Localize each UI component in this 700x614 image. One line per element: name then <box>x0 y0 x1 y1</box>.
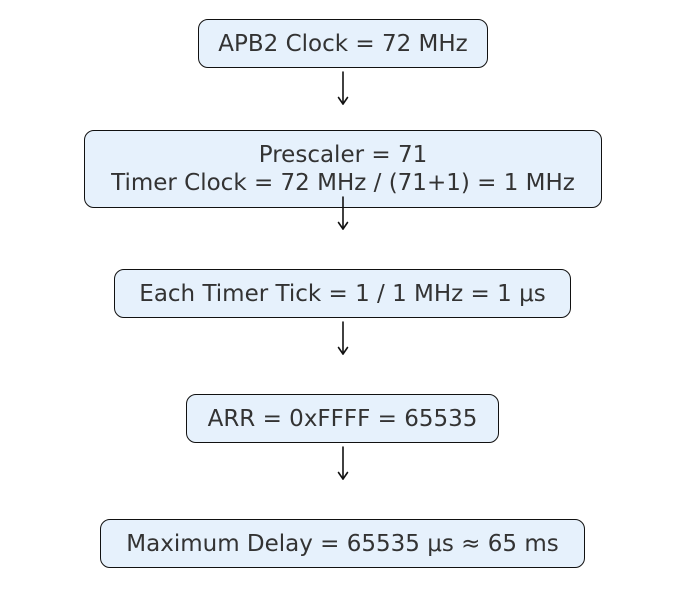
node-prescaler-line-1: Prescaler = 71 <box>258 142 428 168</box>
node-prescaler-line-2: Timer Clock = 72 MHz / (71+1) = 1 MHz <box>111 170 575 196</box>
node-prescaler: Prescaler = 71 Timer Clock = 72 MHz / (7… <box>84 130 602 208</box>
node-timer-tick: Each Timer Tick = 1 / 1 MHz = 1 μs <box>114 269 571 318</box>
node-timer-tick-text: Each Timer Tick = 1 / 1 MHz = 1 μs <box>139 280 546 307</box>
arrow-3-to-4 <box>337 321 349 355</box>
node-maximum-delay-text: Maximum Delay = 65535 μs ≈ 65 ms <box>126 530 559 557</box>
arrow-4-to-5 <box>337 446 349 480</box>
node-maximum-delay: Maximum Delay = 65535 μs ≈ 65 ms <box>100 519 585 568</box>
arrow-1-to-2 <box>337 71 349 105</box>
node-arr: ARR = 0xFFFF = 65535 <box>186 394 499 443</box>
node-apb2-clock: APB2 Clock = 72 MHz <box>198 19 488 68</box>
node-apb2-clock-text: APB2 Clock = 72 MHz <box>218 30 468 57</box>
node-arr-text: ARR = 0xFFFF = 65535 <box>207 405 478 432</box>
